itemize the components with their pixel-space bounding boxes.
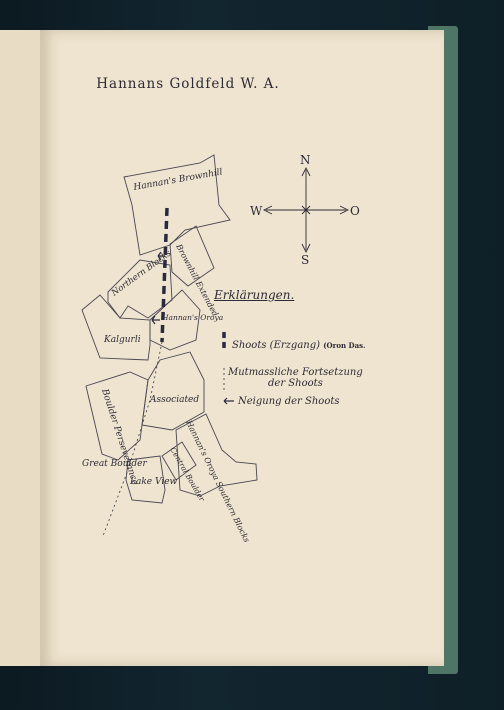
claim-brownhill-ext-outline xyxy=(169,225,215,287)
label-boulder-persev: Boulder Perseverance xyxy=(99,387,140,487)
legend-continuation-line2: der Shoots xyxy=(268,378,323,389)
compass-rose xyxy=(262,166,350,254)
claim-associated-outline xyxy=(141,351,205,431)
claim-boulder-persev-outline xyxy=(85,371,149,461)
legend-shoots: Shoots (Erzgang) (Oron Das. xyxy=(232,340,366,351)
legend-shoots-note: (Oron Das. xyxy=(323,341,366,350)
legend-continuation-line1: Mutmassliche Fortsetzung xyxy=(228,367,363,378)
legend-title: Erklärungen. xyxy=(214,288,295,302)
compass-west: W xyxy=(250,204,263,218)
claim-central-boulder-outline xyxy=(161,441,197,481)
label-lake-view: Lake View xyxy=(129,477,178,487)
label-great-boulder: Great Boulder xyxy=(82,459,147,469)
claim-kalgurli-outline xyxy=(81,294,151,361)
label-associated: Associated xyxy=(149,395,199,405)
label-brownhill-1: Hannan's Brownhill xyxy=(132,167,224,193)
legend-dip-symbol xyxy=(223,397,234,405)
claim-brownhill-outline xyxy=(123,154,231,256)
legend-continuation: Mutmassliche Fortsetzung der Shoots xyxy=(228,367,363,389)
label-kalgurli: Kalgurli xyxy=(103,335,141,345)
continuation-line xyxy=(102,341,163,537)
claim-northern-blocks-outline xyxy=(107,259,173,319)
dip-arrow-1 xyxy=(157,251,165,261)
shoot-line xyxy=(160,207,169,343)
compass-north: N xyxy=(300,153,311,167)
book-page xyxy=(40,30,444,666)
label-oroya: Hannan's Oroya xyxy=(161,313,223,322)
legend-dip: Neigung der Shoots xyxy=(238,396,340,407)
legend-shoots-label: Shoots (Erzgang) xyxy=(232,340,321,351)
compass-east: O xyxy=(350,204,360,218)
compass-south: S xyxy=(301,253,309,267)
dip-arrow-2 xyxy=(151,315,160,325)
claim-lake-view-outline xyxy=(125,455,166,504)
claim-oroya-southern-outline xyxy=(175,413,258,497)
map-title: Hannans Goldfeld W. A. xyxy=(96,76,280,92)
